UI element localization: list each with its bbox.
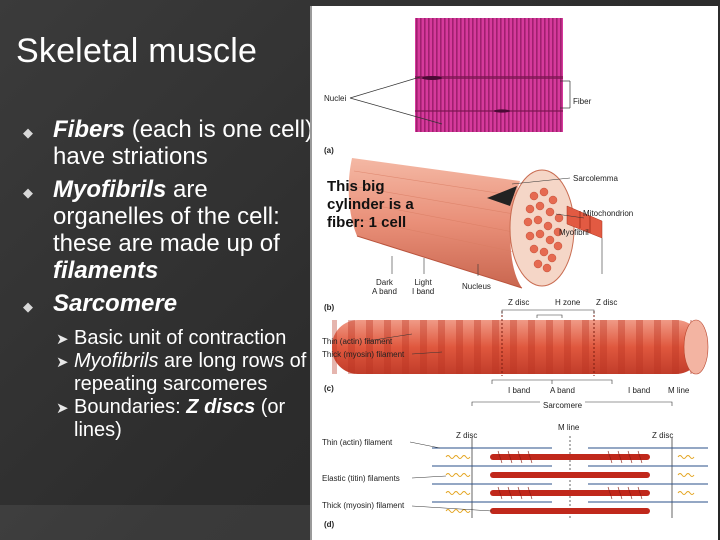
label-z-disc-d2: Z disc (652, 431, 674, 440)
label-i-band-b: I band (412, 287, 435, 296)
muscle-anatomy-illustration (332, 18, 709, 518)
label-panel-a: (a) (324, 146, 334, 155)
thin-filaments (432, 447, 708, 503)
sub-bullet-myofibrils-term: Myofibrils (74, 350, 159, 372)
slide-footer-band (0, 505, 310, 540)
fiber-callout: This big cylinder is a fiber: 1 cell (327, 178, 414, 232)
label-fiber: Fiber (573, 97, 592, 106)
label-i-band-c1: I band (508, 386, 531, 395)
label-thin-filament-c: Thin (actin) filament (322, 337, 393, 346)
bullet-fibers: ◆ Fibers (each is one cell) have striati… (20, 116, 315, 170)
bullet-sarcomere: ◆ Sarcomere (20, 290, 315, 317)
sub-bullet-arrow-icon: ➤ (56, 331, 69, 348)
label-sarcolemma: Sarcolemma (573, 174, 618, 183)
label-z-disc-c2: Z disc (596, 298, 618, 307)
bullet-filaments-term: filaments (53, 257, 159, 284)
sub-bullet-boundaries: ➤ Boundaries: Z discs (or lines) (20, 396, 315, 442)
bullet-dot-icon: ◆ (23, 125, 33, 140)
bullet-myofibrils-text: are organelles of the cell: these are ma… (53, 176, 280, 257)
label-light-i-band: Light I band (412, 278, 434, 296)
label-elastic-filaments: Elastic (titin) filaments (322, 474, 400, 483)
bullet-dot-icon: ◆ (23, 185, 33, 200)
slide-title: Skeletal muscle (16, 32, 258, 70)
sarcolemma-flap (487, 186, 517, 206)
sub-bullet-boundaries-end: (or lines) (74, 396, 286, 441)
label-m-line-c: M line (668, 386, 690, 395)
label-thick-filament-d: Thick (myosin) filament (322, 501, 405, 510)
label-panel-b: (b) (324, 303, 335, 312)
titin-filaments (445, 455, 695, 513)
label-z-disc-d1: Z disc (456, 431, 478, 440)
label-dark-a-band: Dark A band (372, 278, 397, 296)
fiber-callout-line-1: This big (327, 178, 385, 195)
sub-bullet-basic-unit-text: Basic unit of contraction (74, 327, 287, 349)
label-thick-filament-c: Thick (myosin) filament (322, 350, 405, 359)
label-dark: Dark (376, 278, 393, 287)
bullet-fibers-text: (each is one cell) have striations (53, 116, 314, 170)
label-m-line-d: M line (558, 423, 580, 432)
label-nucleus: Nucleus (462, 282, 491, 291)
sub-bullet-arrow-icon: ➤ (56, 400, 69, 417)
bullet-myofibrils: ◆ Myofibrils are organelles of the cell:… (20, 176, 315, 284)
muscle-anatomy-figure: Nuclei Fiber (a) This big cylinder is a … (310, 6, 718, 540)
bullet-sarcomere-term: Sarcomere (53, 290, 178, 317)
sub-bullet-arrow-icon: ➤ (56, 354, 69, 371)
label-i-band-c2: I band (628, 386, 651, 395)
label-light: Light (414, 278, 432, 287)
label-myofibril: Myofibril (559, 228, 589, 237)
label-mitochondrion: Mitochondrion (583, 209, 634, 218)
bullet-myofibrils-term: Myofibrils (53, 176, 167, 203)
fiber-micrograph (415, 18, 563, 132)
fiber-cylinder (348, 158, 522, 288)
label-h-zone: H zone (555, 298, 581, 307)
nucleus-mark (422, 76, 442, 80)
label-nuclei: Nuclei (324, 94, 347, 103)
bullet-dot-icon: ◆ (23, 299, 33, 314)
fiber-callout-line-2: cylinder is a (327, 196, 414, 213)
label-a-band-b: A band (372, 287, 397, 296)
sub-bullet-z-discs-term: Z discs (186, 396, 256, 418)
label-a-band-c: A band (550, 386, 575, 395)
sub-bullet-myofibrils-text: are long rows of repeating sarcomeres (74, 350, 307, 395)
sub-bullet-basic-unit: ➤ Basic unit of contraction (20, 327, 315, 350)
fiber-cross-section (509, 169, 575, 287)
sub-bullet-myofibrils: ➤ Myofibrils are long rows of repeating … (20, 350, 315, 396)
label-panel-c: (c) (324, 384, 334, 393)
label-sarcomere: Sarcomere (540, 401, 586, 410)
sub-bullet-boundaries-text: Boundaries: (74, 396, 187, 418)
label-thin-filament-d: Thin (actin) filament (322, 438, 393, 447)
fiber-callout-line-3: fiber: 1 cell (327, 214, 407, 231)
label-z-disc-c1: Z disc (508, 298, 530, 307)
label-panel-d: (d) (324, 520, 335, 529)
bullet-fibers-term: Fibers (53, 116, 126, 143)
bullet-list: ◆ Fibers (each is one cell) have striati… (20, 116, 315, 442)
thick-filaments (490, 454, 650, 514)
